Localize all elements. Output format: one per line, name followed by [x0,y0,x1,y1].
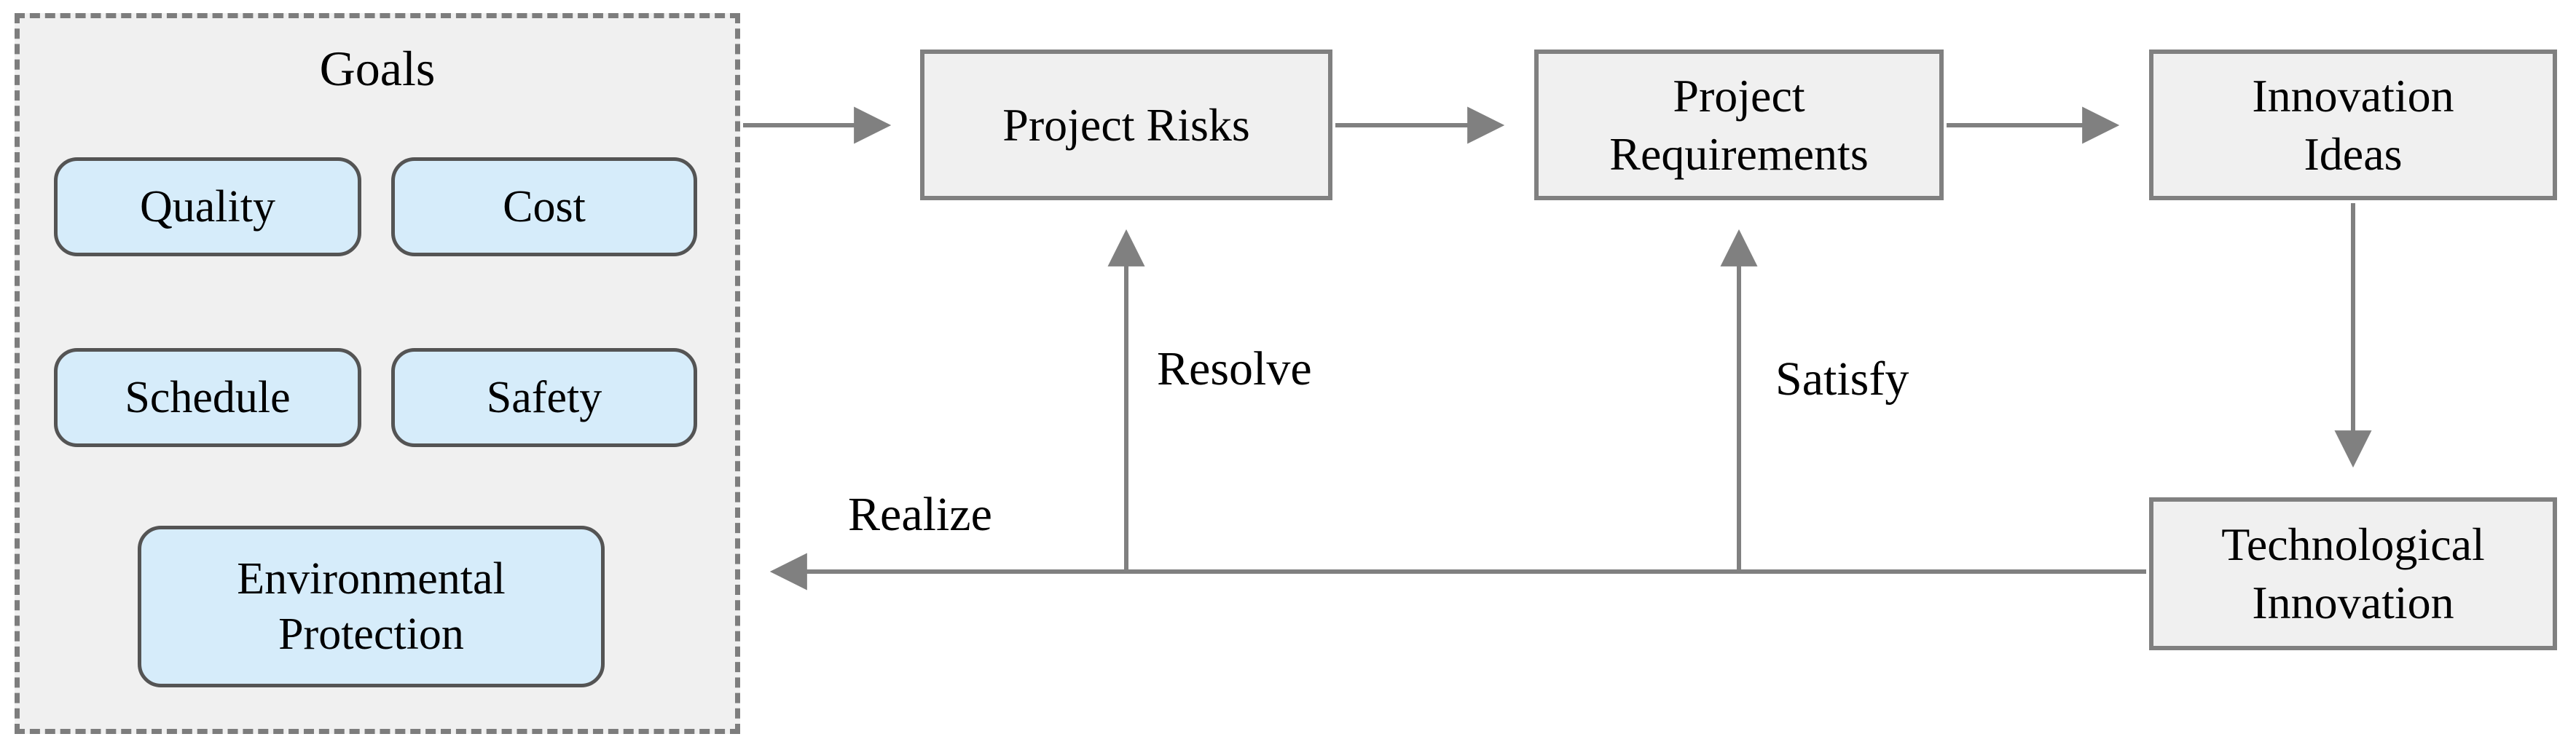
goal-chip-environmental-protection: Environmental Protection [138,526,605,687]
goal-chip-label: Cost [503,182,586,232]
goal-chip-label: Environmental Protection [237,554,506,659]
goal-chip-label: Quality [140,182,275,232]
goals-panel-title: Goals [319,41,436,96]
goal-chip-safety: Safety [391,348,697,447]
edge-label-resolve: Resolve [1157,342,1312,395]
node-label: Technological Innovation [2221,518,2485,628]
goal-chip-label: Schedule [125,373,291,422]
node-innovation-ideas: Innovation Ideas [2149,50,2557,200]
node-label: Innovation Ideas [2252,69,2454,180]
node-technological-innovation: Technological Innovation [2149,497,2557,650]
node-label: Project Requirements [1609,69,1869,180]
goal-chip-label: Safety [486,373,602,422]
edge-label-satisfy: Satisfy [1775,352,1909,406]
node-project-risks: Project Risks [920,50,1332,200]
goal-chip-schedule: Schedule [54,348,361,447]
goal-chip-quality: Quality [54,157,361,256]
edge-label-realize: Realize [848,488,992,541]
goal-chip-cost: Cost [391,157,697,256]
node-project-requirements: Project Requirements [1534,50,1944,200]
node-label: Project Risks [1002,98,1250,151]
